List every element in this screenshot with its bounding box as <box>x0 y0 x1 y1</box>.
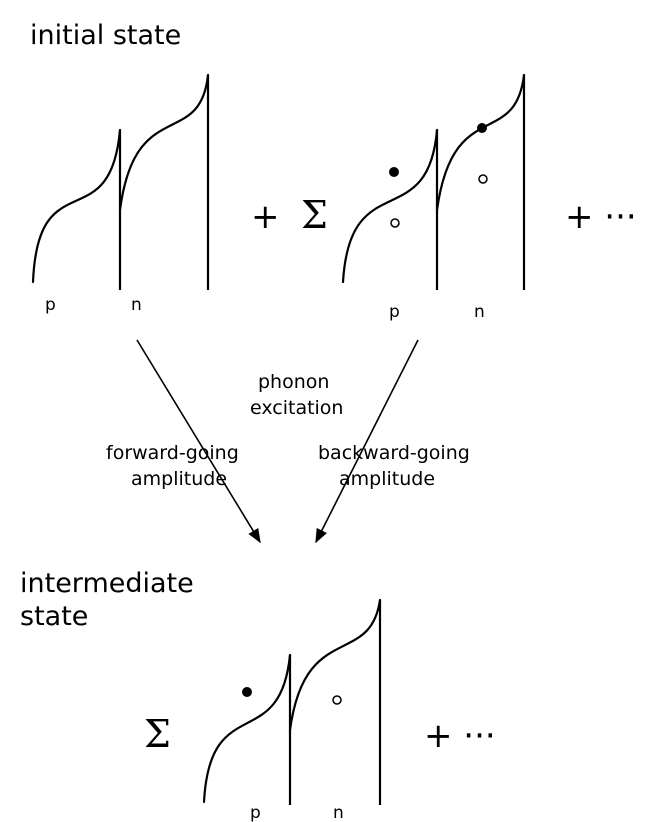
n-fermi-curve <box>118 73 210 212</box>
p-fermi-curve <box>341 128 439 284</box>
particle-dot-icon <box>242 687 252 697</box>
forward-amplitude-label: amplitude <box>131 468 227 490</box>
intermediate-n-label: n <box>333 803 344 822</box>
hole-dot-icon <box>332 695 342 705</box>
backward-going-label: backward-going <box>318 442 470 464</box>
excited-n-label: n <box>474 302 485 322</box>
excited-p-label: p <box>389 302 400 322</box>
forward-arrow <box>136 339 261 544</box>
initial-sum-symbol: Σ <box>301 193 328 237</box>
excitation-label: excitation <box>250 397 343 419</box>
particle-dot-icon <box>389 167 399 177</box>
p-fermi-curve <box>31 128 122 284</box>
particle-dot-icon <box>477 123 487 133</box>
p-fermi-curve <box>202 653 292 804</box>
forward-going-label: forward-going <box>106 442 239 464</box>
n-fermi-curve <box>288 598 382 732</box>
excited-pn-diagram: p n <box>341 73 526 322</box>
backward-arrow <box>315 339 419 544</box>
backward-amplitude-label: amplitude <box>339 468 435 490</box>
initial-state-title: initial state <box>30 20 181 51</box>
intermediate-p-label: p <box>250 803 261 822</box>
initial-n-label: n <box>131 295 142 315</box>
intermediate-pn-diagram: p n <box>202 598 382 822</box>
intermediate-plus-ellipsis: + ··· <box>424 716 496 756</box>
intermediate-title-line1: intermediate <box>20 568 194 599</box>
hole-dot-icon <box>478 174 488 184</box>
n-fermi-curve <box>435 73 526 212</box>
intermediate-sum-symbol: Σ <box>144 712 171 756</box>
hole-dot-icon <box>390 218 400 228</box>
phonon-label: phonon <box>258 371 329 393</box>
intermediate-title-line2: state <box>20 601 88 632</box>
initial-pn-diagram: p n <box>31 73 210 315</box>
plus-ellipsis: + ··· <box>565 197 637 237</box>
plus-sign: + <box>251 197 280 237</box>
initial-p-label: p <box>45 295 56 315</box>
